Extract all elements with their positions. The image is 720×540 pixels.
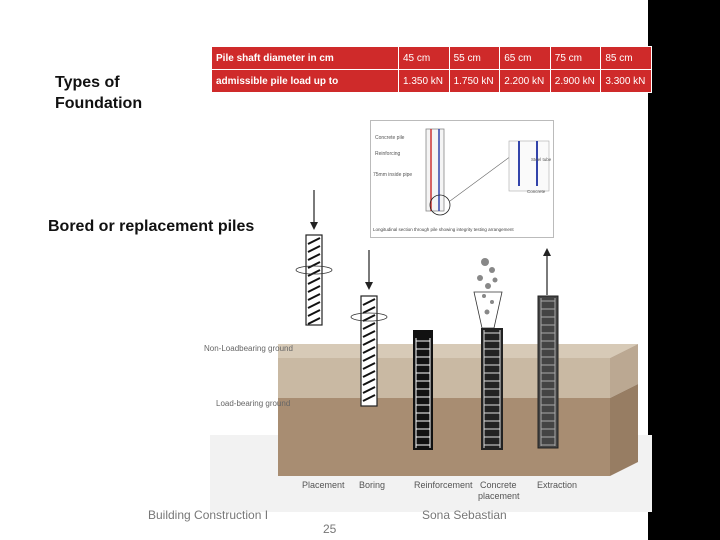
soil-lower-layer bbox=[278, 398, 610, 476]
right-edge-bar bbox=[648, 0, 720, 540]
auger-flight bbox=[307, 253, 321, 261]
auger-flight bbox=[362, 298, 376, 306]
slide-title-line-2: Foundation bbox=[55, 95, 143, 112]
slide-title-line-1: Types of bbox=[55, 74, 120, 91]
table-cell: 3.300 kN bbox=[600, 69, 652, 93]
auger-flight bbox=[362, 330, 376, 338]
auger-flight bbox=[362, 314, 376, 322]
table-cell: 65 cm bbox=[499, 46, 551, 70]
ground-label: Load-bearing ground bbox=[216, 399, 290, 408]
auger-flight bbox=[362, 370, 376, 378]
extraction-casing bbox=[537, 295, 559, 449]
boring-arrowhead bbox=[365, 282, 373, 290]
concrete-drop bbox=[490, 300, 494, 304]
detail-caption: Longitudinal section through pile showin… bbox=[373, 227, 514, 232]
concrete-drop bbox=[477, 275, 483, 281]
table-header-diameter: Pile shaft diameter in cm bbox=[211, 46, 399, 70]
auger-flight bbox=[362, 394, 376, 402]
detail-label: Reinforcing bbox=[375, 151, 401, 157]
detail-label: 75mm inside pipe bbox=[373, 172, 412, 178]
rotation-arrow bbox=[295, 265, 333, 275]
page-number: 25 bbox=[323, 522, 337, 536]
extraction-arrowhead bbox=[543, 248, 551, 256]
stage-label: Concrete bbox=[480, 480, 517, 490]
auger-flights bbox=[362, 298, 376, 402]
stage-label: Boring bbox=[359, 480, 385, 490]
rebar-cage bbox=[415, 338, 431, 448]
slide-subtitle: Bored or replacement piles bbox=[48, 218, 255, 235]
auger-flight bbox=[307, 277, 321, 285]
auger-flight bbox=[307, 317, 321, 325]
footer-author: Sona Sebastian bbox=[422, 508, 507, 522]
soil-upper-side bbox=[610, 344, 638, 398]
soil-top-face bbox=[278, 344, 638, 358]
auger-flight bbox=[362, 346, 376, 354]
auger-flight bbox=[307, 245, 321, 253]
stage-label: placement bbox=[478, 491, 520, 501]
table-row: Pile shaft diameter in cm 45 cm 55 cm 65… bbox=[211, 46, 652, 70]
auger-flight bbox=[307, 285, 321, 293]
detail-callout-circle bbox=[429, 194, 451, 216]
table-cell: 1.750 kN bbox=[448, 69, 501, 93]
soil-lower-side bbox=[610, 384, 638, 476]
auger-flight bbox=[307, 261, 321, 269]
concrete-drop bbox=[482, 294, 486, 298]
auger-flight bbox=[307, 237, 321, 245]
table-row: admissible pile load up to 1.350 kN 1.75… bbox=[211, 69, 652, 93]
auger-flight bbox=[362, 306, 376, 314]
bored-pile-diagram: Non-Loadbearing ground Load-bearing grou… bbox=[204, 190, 652, 512]
concrete-drop bbox=[485, 283, 491, 289]
auger-flight bbox=[362, 362, 376, 370]
enlarged-pipe bbox=[508, 140, 550, 192]
bored-hole bbox=[413, 330, 433, 450]
stage-label: Placement bbox=[302, 480, 345, 490]
rebar-cage-extraction bbox=[540, 298, 556, 446]
pile-section-detail: Concrete pile Reinforcing 75mm inside pi… bbox=[370, 120, 554, 238]
table-cell: 55 cm bbox=[448, 46, 501, 70]
auger-flight bbox=[362, 354, 376, 362]
ground-label: Non-Loadbearing ground bbox=[204, 344, 293, 353]
table-header-load: admissible pile load up to bbox=[211, 69, 399, 93]
auger-flight bbox=[362, 386, 376, 394]
detail-label: Concrete pile bbox=[375, 135, 405, 141]
auger-flight bbox=[362, 338, 376, 346]
auger-flight bbox=[307, 301, 321, 309]
concrete-drop bbox=[489, 267, 495, 273]
concrete-drop bbox=[492, 277, 498, 283]
detail-label: Concrete bbox=[527, 189, 546, 194]
table-cell: 45 cm bbox=[398, 46, 450, 70]
table-cell: 2.200 kN bbox=[499, 69, 551, 93]
auger-flight bbox=[307, 309, 321, 317]
rebar-cage-concrete bbox=[483, 330, 501, 448]
pile-load-table: Pile shaft diameter in cm 45 cm 55 cm 65… bbox=[211, 46, 652, 93]
table-cell: 1.350 kN bbox=[398, 69, 450, 93]
auger-flight bbox=[362, 322, 376, 330]
stage-label: Reinforcement bbox=[414, 480, 473, 490]
rotation-arrow bbox=[350, 312, 388, 322]
concrete-drop bbox=[481, 258, 489, 266]
callout-line bbox=[449, 155, 512, 202]
soil-upper-layer bbox=[278, 358, 610, 398]
auger-flights bbox=[307, 237, 321, 325]
concrete-drop bbox=[484, 309, 490, 315]
stage-label: Extraction bbox=[537, 480, 577, 490]
auger-flight bbox=[307, 293, 321, 301]
auger-flight bbox=[362, 378, 376, 386]
table-cell: 2.900 kN bbox=[549, 69, 602, 93]
auger-flight bbox=[307, 269, 321, 277]
table-cell: 75 cm bbox=[549, 46, 602, 70]
slide-title: Types of Foundation bbox=[55, 72, 215, 114]
table-cell: 85 cm bbox=[600, 46, 652, 70]
placement-arrowhead bbox=[310, 222, 318, 230]
footer-course: Building Construction I bbox=[148, 508, 269, 522]
detail-label: Steel tube bbox=[531, 157, 552, 162]
